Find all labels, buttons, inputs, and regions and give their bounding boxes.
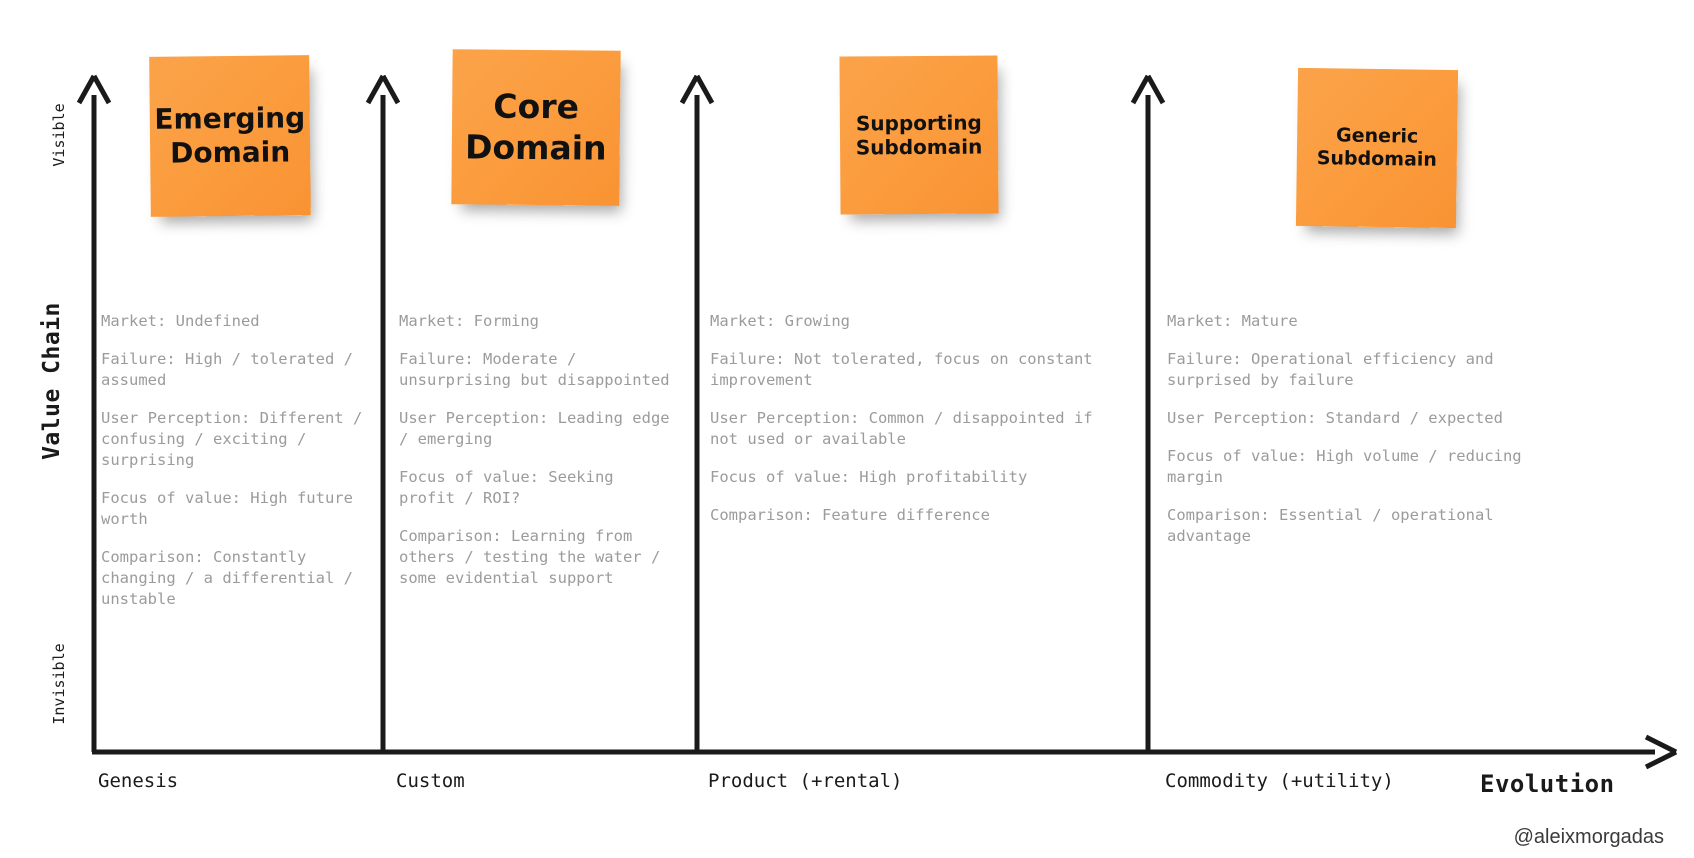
detail-focus: Focus of value: High volume / reducing m…: [1167, 447, 1522, 486]
sticky-label-line2: Subdomain: [1316, 147, 1438, 171]
detail-column-custom: Market: Forming Failure: Moderate / unsu…: [399, 311, 676, 589]
detail-column-genesis: Market: Undefined Failure: High / tolera…: [101, 311, 378, 610]
detail-perception: User Perception: Standard / expected: [1167, 409, 1503, 427]
x-axis-label-custom: Custom: [396, 770, 465, 792]
detail-market: Market: Forming: [399, 312, 539, 330]
detail-focus: Focus of value: Seeking profit / ROI?: [399, 468, 614, 507]
detail-comparison: Comparison: Feature difference: [710, 506, 990, 524]
detail-market: Market: Mature: [1167, 312, 1298, 330]
detail-perception: User Perception: Different / confusing /…: [101, 409, 363, 469]
detail-focus: Focus of value: High profitability: [710, 468, 1028, 486]
sticky-label-line1: Supporting: [855, 110, 982, 136]
sticky-note-emerging-domain[interactable]: Emerging Domain: [149, 55, 311, 217]
sticky-label-line2: Domain: [169, 135, 291, 170]
value-chain-axis-product: [679, 74, 715, 752]
author-credit: @aleixmorgadas: [1513, 826, 1664, 848]
y-axis-label-visible: Visible: [50, 103, 68, 167]
evolution-axis: [92, 734, 1678, 770]
y-axis-title: Value Chain: [39, 302, 65, 460]
detail-failure: Failure: Not tolerated, focus on constan…: [710, 350, 1093, 389]
detail-column-commodity: Market: Mature Failure: Operational effi…: [1167, 311, 1567, 547]
x-axis-label-product: Product (+rental): [708, 770, 903, 792]
detail-failure: Failure: High / tolerated / assumed: [101, 350, 353, 389]
detail-column-product: Market: Growing Failure: Not tolerated, …: [710, 311, 1110, 526]
detail-perception: User Perception: Common / disappointed i…: [710, 409, 1093, 448]
x-axis-label-commodity: Commodity (+utility): [1165, 770, 1394, 792]
sticky-note-core-domain[interactable]: Core Domain: [451, 49, 621, 206]
x-axis-label-genesis: Genesis: [98, 770, 179, 792]
y-axis-label-invisible: Invisible: [50, 643, 68, 725]
sticky-label-line2: Domain: [464, 126, 607, 168]
sticky-label-line2: Subdomain: [855, 134, 983, 160]
sticky-label-line1: Emerging: [154, 101, 306, 136]
detail-comparison: Comparison: Essential / operational adva…: [1167, 506, 1494, 545]
detail-comparison: Comparison: Learning from others / testi…: [399, 527, 661, 587]
sticky-label-line1: Generic: [1335, 124, 1419, 148]
detail-focus: Focus of value: High future worth: [101, 489, 353, 528]
detail-failure: Failure: Moderate / unsurprising but dis…: [399, 350, 670, 389]
sticky-note-generic-subdomain[interactable]: Generic Subdomain: [1295, 67, 1459, 229]
detail-comparison: Comparison: Constantly changing / a diff…: [101, 548, 353, 608]
detail-perception: User Perception: Leading edge / emerging: [399, 409, 670, 448]
value-chain-axis-commodity: [1130, 74, 1166, 752]
detail-failure: Failure: Operational efficiency and surp…: [1167, 350, 1494, 389]
sticky-label-line1: Core: [493, 86, 580, 127]
detail-market: Market: Undefined: [101, 312, 260, 330]
x-axis-title: Evolution: [1480, 770, 1615, 798]
detail-market: Market: Growing: [710, 312, 850, 330]
sticky-note-supporting-subdomain[interactable]: Supporting Subdomain: [839, 55, 999, 215]
